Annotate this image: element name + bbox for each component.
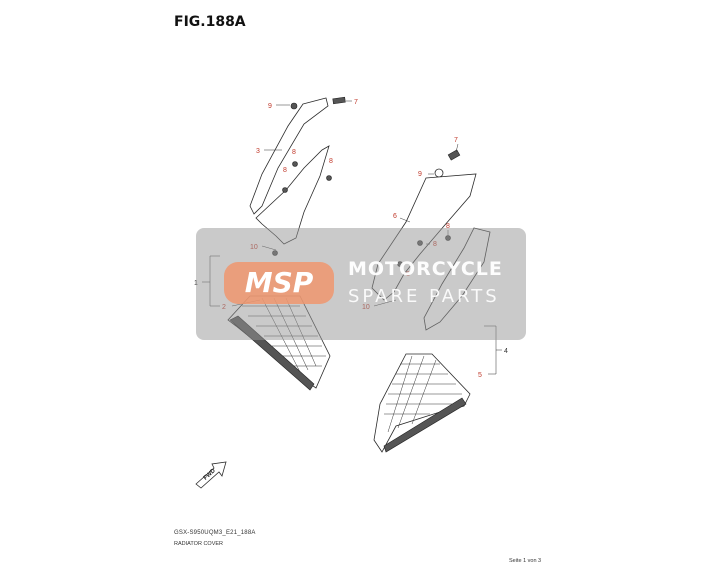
part-7-pad[interactable] — [447, 149, 461, 161]
callout-9: 9 — [418, 171, 422, 178]
part-3-upper-trim[interactable] — [249, 97, 329, 215]
page-indicator: Seite 1 von 3 — [509, 558, 542, 564]
callout-7: 7 — [354, 99, 358, 106]
figure-code: GSX-S950UQM3_E21_188A — [174, 530, 256, 536]
callout-8: 8 — [446, 223, 450, 230]
callout-7: 7 — [454, 137, 458, 144]
watermark-logo: MSP — [224, 262, 334, 304]
part-7-pad[interactable] — [332, 96, 346, 105]
leader-line — [399, 217, 411, 223]
watermark-line1: MOTORCYCLE — [348, 258, 503, 280]
watermark-line2: SPARE PARTS — [348, 286, 500, 307]
part-9-grommet[interactable] — [434, 168, 444, 178]
figure-title: FIG.188A — [174, 14, 246, 30]
leader-line — [455, 143, 459, 153]
callout-9: 9 — [268, 103, 272, 110]
part-9-grommet[interactable] — [290, 102, 298, 110]
callout-3: 3 — [256, 148, 260, 155]
part-8-clip[interactable] — [326, 175, 332, 181]
part-8-clip[interactable] — [282, 187, 288, 193]
callout-4: 4 — [504, 348, 508, 355]
callout-8: 8 — [329, 158, 333, 165]
forward-arrow-icon: FWD — [195, 461, 227, 489]
part-5-radiator-grille[interactable] — [373, 353, 471, 453]
callout-8: 8 — [292, 149, 296, 156]
figure-subtitle: RADIATOR COVER — [174, 541, 223, 547]
part-8-clip[interactable] — [292, 161, 298, 167]
callout-5: 5 — [478, 372, 482, 379]
watermark: MSP MOTORCYCLE SPARE PARTS — [196, 228, 526, 340]
callout-6: 6 — [393, 213, 397, 220]
callout-8: 8 — [283, 167, 287, 174]
